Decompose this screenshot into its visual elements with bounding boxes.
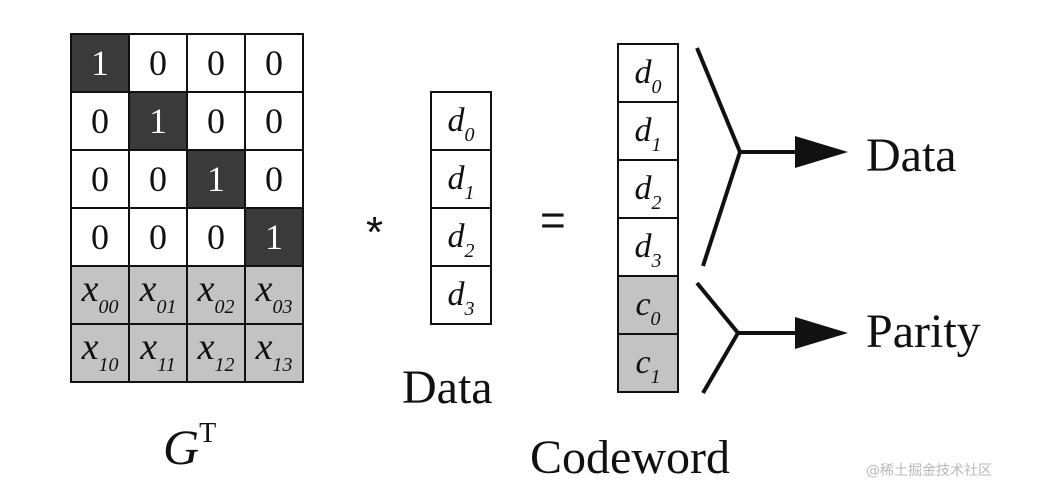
matrix-cell: 0 <box>71 92 129 150</box>
parity-bracket <box>695 281 741 395</box>
parity-cell: x10 <box>71 324 129 382</box>
parity-cell: x12 <box>187 324 245 382</box>
codeword-data-cell: d0 <box>618 44 678 102</box>
matrix-cell: 1 <box>129 92 187 150</box>
matrix-cell: 0 <box>245 92 303 150</box>
codeword-parity-cell: c1 <box>618 334 678 392</box>
parity-cell: x13 <box>245 324 303 382</box>
data-bracket <box>695 47 743 267</box>
data-vector-cell: d0 <box>431 92 491 150</box>
multiply-operator: * <box>366 208 384 257</box>
parity-cell: x03 <box>245 266 303 324</box>
matrix-cell: 1 <box>71 34 129 92</box>
data-arrowhead <box>795 136 848 168</box>
output-parity-label: Parity <box>866 305 981 358</box>
codeword-label: Codeword <box>530 431 730 484</box>
watermark: @稀土掘金技术社区 <box>866 463 992 479</box>
matrix-cell: 0 <box>71 150 129 208</box>
matrix-cell: 0 <box>245 34 303 92</box>
output-data-label: Data <box>866 129 957 182</box>
matrix-cell: 0 <box>245 150 303 208</box>
data-vector-cell: d3 <box>431 266 491 324</box>
codeword-data-cell: d2 <box>618 160 678 218</box>
parity-arrowhead <box>795 317 848 349</box>
matrix-cell: 0 <box>129 34 187 92</box>
generator-matrix: 1 0 0 0 0 1 0 0 0 0 1 0 0 0 0 1 x00 x01 … <box>70 33 304 383</box>
codeword-data-cell: d3 <box>618 218 678 276</box>
data-vector-cell: d1 <box>431 150 491 208</box>
matrix-cell: 0 <box>187 92 245 150</box>
matrix-caption: GT <box>163 418 217 475</box>
parity-cell: x00 <box>71 266 129 324</box>
codeword-data-cell: d1 <box>618 102 678 160</box>
data-vector-label: Data <box>402 361 493 414</box>
matrix-cell: 0 <box>129 150 187 208</box>
data-vector-cell: d2 <box>431 208 491 266</box>
matrix-cell: 0 <box>187 208 245 266</box>
parity-cell: x02 <box>187 266 245 324</box>
matrix-cell: 0 <box>71 208 129 266</box>
matrix-cell: 1 <box>245 208 303 266</box>
matrix-cell: 1 <box>187 150 245 208</box>
parity-cell: x01 <box>129 266 187 324</box>
data-vector: d0 d1 d2 d3 <box>430 91 492 325</box>
equals-operator: = <box>540 196 566 245</box>
matrix-cell: 0 <box>129 208 187 266</box>
codeword-vector: d0 d1 d2 d3 c0 c1 <box>617 43 679 393</box>
parity-cell: x11 <box>129 324 187 382</box>
matrix-cell: 0 <box>187 34 245 92</box>
codeword-parity-cell: c0 <box>618 276 678 334</box>
